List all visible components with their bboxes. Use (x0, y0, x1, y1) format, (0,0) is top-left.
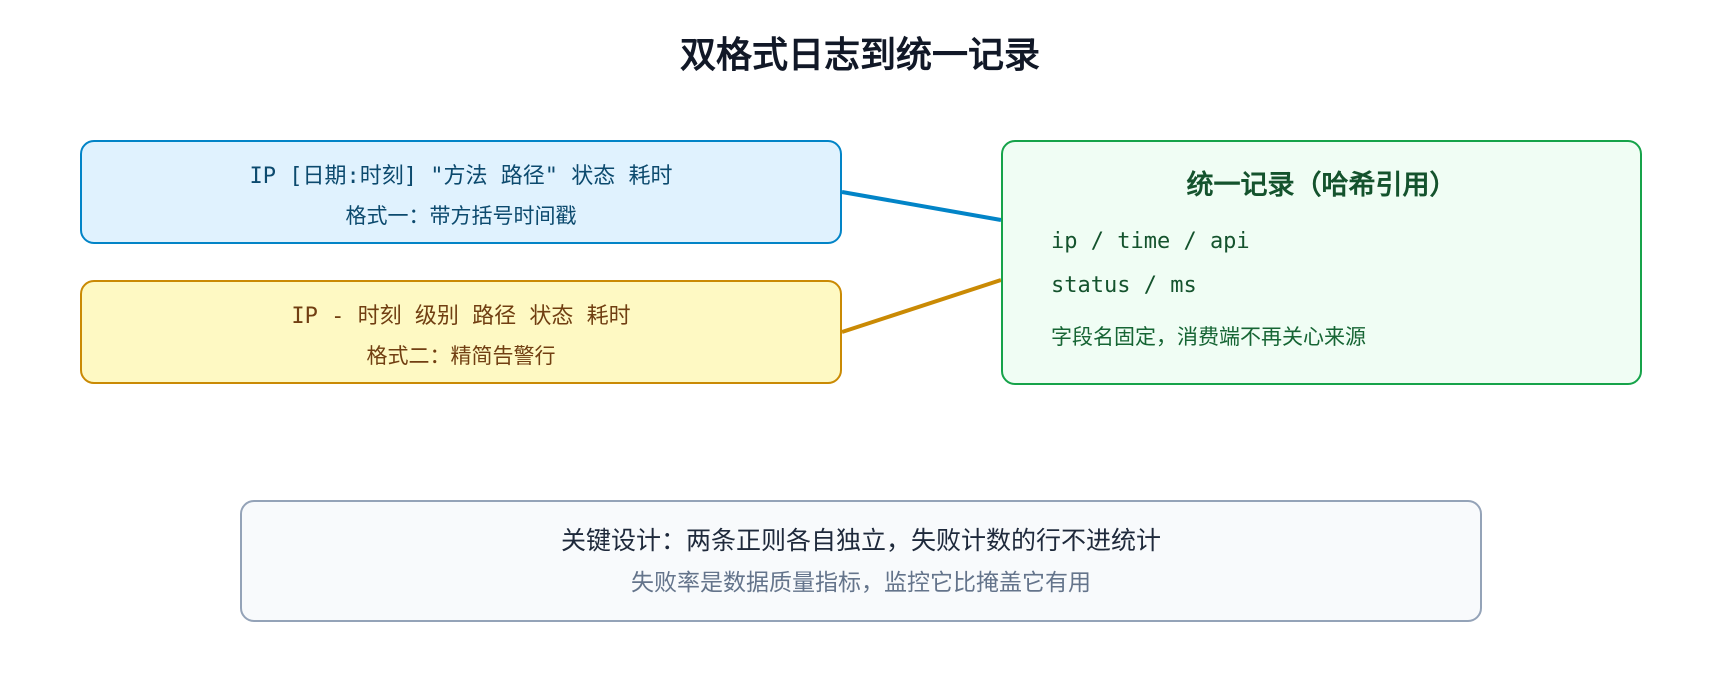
format-one-pattern: IP [日期:时刻] "方法 路径" 状态 耗时 (249, 164, 673, 189)
unified-record-fields-line1: ip / time / api (1051, 229, 1250, 254)
format-two-pattern: IP - 时刻 级别 路径 状态 耗时 (291, 304, 631, 329)
design-note-sub: 失败率是数据质量指标，监控它比掩盖它有用 (631, 570, 1091, 596)
format-two-box: IP - 时刻 级别 路径 状态 耗时 格式二：精简告警行 (80, 280, 842, 384)
unified-record-box: 统一记录（哈希引用） ip / time / api status / ms 字… (1001, 140, 1642, 385)
unified-record-title: 统一记录（哈希引用） (1186, 170, 1457, 201)
design-note-main: 关键设计：两条正则各自独立，失败计数的行不进统计 (560, 526, 1161, 555)
diagram-title: 双格式日志到统一记录 (679, 35, 1040, 76)
format-one-box: IP [日期:时刻] "方法 路径" 状态 耗时 格式一：带方括号时间戳 (80, 140, 842, 244)
format-two-description: 格式二：精简告警行 (366, 344, 556, 368)
design-note-box: 关键设计：两条正则各自独立，失败计数的行不进统计 失败率是数据质量指标，监控它比… (240, 500, 1482, 622)
connector-format-one (841, 190, 1002, 222)
format-one-description: 格式一：带方括号时间戳 (345, 204, 577, 228)
unified-record-fields-line2: status / ms (1051, 273, 1197, 298)
unified-record-note: 字段名固定，消费端不再关心来源 (1051, 325, 1366, 349)
connector-format-two (841, 278, 1002, 334)
